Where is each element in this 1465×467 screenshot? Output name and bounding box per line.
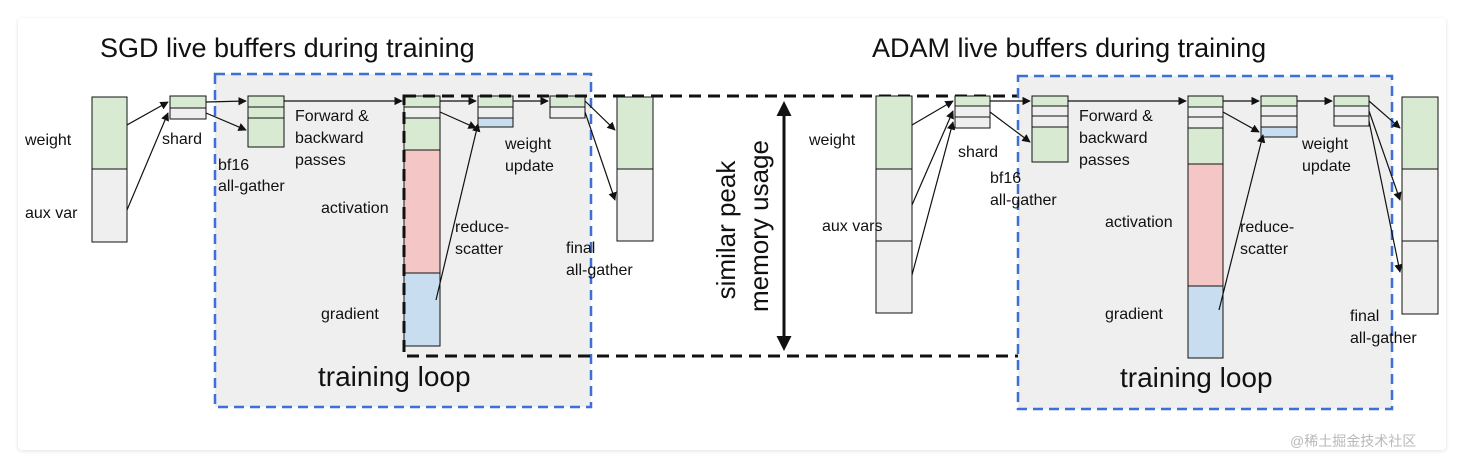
adam-weight-block	[875, 95, 913, 170]
sgd-title: SGD live buffers during training	[100, 33, 475, 63]
sgd-col-top	[403, 95, 441, 108]
adam-activation-block	[1187, 163, 1224, 287]
sgd-allgather-main	[247, 117, 285, 148]
adam-col-top	[1187, 95, 1224, 108]
adam-shard-block	[954, 95, 991, 107]
sgd-arrows	[126, 96, 617, 301]
peak-memory-dashed-box	[402, 94, 1224, 358]
adam-final-weight	[1401, 96, 1439, 170]
adam-title: ADAM live buffers during training	[872, 33, 1266, 63]
sgd-fb-label-3: passes	[295, 152, 346, 169]
adam-fb-label-1: Forward &	[1079, 108, 1153, 125]
adam-scatter-label: scatter	[1240, 241, 1289, 258]
adam-allgather-label: all-gather	[990, 192, 1057, 209]
sgd-shard-aux	[169, 107, 207, 120]
adam-fb-label-3: passes	[1079, 152, 1130, 169]
adam-wu-mid1	[1333, 105, 1370, 117]
sgd-activation-label: activation	[321, 200, 389, 217]
peak-memory-label-1: similar peak	[711, 160, 741, 300]
adam-final-aux1	[1401, 168, 1439, 242]
adam-final-aux2	[1401, 240, 1439, 315]
adam-aux1-block	[875, 168, 913, 242]
adam-wu-label-2: update	[1302, 158, 1351, 175]
sgd-allgather-mid	[247, 106, 285, 119]
adam-rs-mid2	[1260, 115, 1298, 128]
peak-memory-comparison: similar peak memory usage	[402, 94, 1224, 358]
sgd-final-weight	[616, 96, 654, 170]
adam-allgather-block	[1031, 126, 1069, 163]
sgd-diagram: SGD live buffers during training trainin…	[24, 33, 654, 409]
sgd-shard-label: shard	[162, 131, 202, 148]
adam-wu-top	[1333, 95, 1370, 107]
sgd-rs-grad	[477, 117, 514, 128]
sgd-gradient-block	[403, 272, 441, 347]
adam-wu-label-1: weight	[1301, 136, 1349, 153]
sgd-reduce-label: reduce-	[455, 219, 509, 236]
adam-shard-aux1	[954, 105, 991, 118]
sgd-training-loop-label: training loop	[318, 361, 471, 392]
adam-final-label: final	[1350, 308, 1379, 325]
adam-col-mid2	[1187, 116, 1224, 129]
sgd-weight-label: weight	[24, 132, 72, 149]
adam-bf16-label: bf16	[990, 170, 1021, 187]
sgd-fb-label-2: backward	[295, 130, 363, 147]
adam-aux2-block	[875, 240, 913, 314]
adam-gradient-block	[1187, 285, 1224, 359]
adam-training-loop-label: training loop	[1120, 362, 1273, 393]
adam-shard-aux2	[954, 116, 991, 129]
sgd-allgather-block	[247, 95, 285, 108]
adam-rs-top	[1260, 95, 1298, 107]
adam-shard-label: shard	[958, 144, 998, 161]
sgd-final-ag-label: all-gather	[566, 262, 633, 279]
adam-weight-label: weight	[808, 132, 856, 149]
sgd-wu-mid	[549, 106, 586, 119]
sgd-aux-block	[91, 168, 128, 243]
sgd-scatter-label: scatter	[455, 241, 504, 258]
adam-gradient-label: gradient	[1105, 306, 1163, 323]
adam-rs-mid1	[1260, 105, 1298, 117]
adam-reduce-label: reduce-	[1240, 219, 1294, 236]
adam-arrows	[911, 96, 1403, 311]
sgd-final-label: final	[566, 240, 595, 257]
adam-allgather-top	[1031, 95, 1069, 107]
sgd-shard-block	[169, 95, 207, 109]
adam-allgather-mid1	[1031, 105, 1069, 117]
sgd-aux-label: aux var	[25, 205, 78, 222]
adam-activation-label: activation	[1105, 214, 1173, 231]
peak-memory-label-2: memory usage	[744, 140, 774, 312]
sgd-gradient-label: gradient	[321, 306, 379, 323]
adam-rs-grad	[1260, 126, 1298, 138]
adam-final-ag-label: all-gather	[1350, 330, 1417, 347]
sgd-weight-block	[91, 96, 128, 170]
adam-fb-label-2: backward	[1079, 130, 1147, 147]
sgd-final-aux	[616, 168, 654, 242]
watermark: @稀土掘金技术社区	[1290, 433, 1416, 449]
adam-col-weights	[1187, 127, 1224, 165]
adam-col-mid1	[1187, 106, 1224, 118]
sgd-col-top2	[403, 106, 441, 119]
sgd-allgather-label: all-gather	[218, 178, 285, 195]
sgd-bf16-label: bf16	[218, 157, 249, 174]
sgd-fb-label-1: Forward &	[295, 108, 369, 125]
adam-aux-label: aux vars	[822, 218, 882, 235]
sgd-activation-block	[403, 149, 441, 274]
adam-wu-mid2	[1333, 115, 1370, 127]
sgd-rs-mid	[477, 106, 514, 119]
sgd-rs-top	[477, 95, 514, 108]
sgd-wu-top	[549, 95, 586, 108]
sgd-wu-label-1: weight	[504, 136, 552, 153]
adam-diagram: ADAM live buffers during training traini…	[808, 33, 1439, 411]
sgd-col-weights	[403, 117, 441, 151]
adam-allgather-mid2	[1031, 115, 1069, 128]
sgd-wu-label-2: update	[505, 158, 554, 175]
